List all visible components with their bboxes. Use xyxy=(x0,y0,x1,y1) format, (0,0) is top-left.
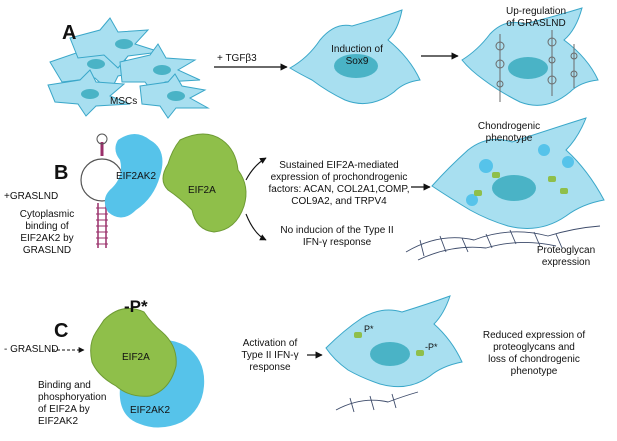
sox9-cell xyxy=(289,9,421,105)
msc-cell-cluster xyxy=(47,17,210,119)
phospho-caption-line-4: EIF2AK2 xyxy=(38,416,79,427)
chondrogenic-cell xyxy=(431,117,605,229)
activation-line-1: Activation of xyxy=(242,338,298,349)
phospho-mark-label-2: -P* xyxy=(425,342,438,352)
minus-graslnd-label: - GRASLND xyxy=(4,344,59,355)
binding-caption-line-2: binding of xyxy=(25,221,69,232)
no-induction-line-2: IFN-γ response xyxy=(302,237,372,248)
effect-line-1: Sustained EIF2A-mediated xyxy=(279,160,399,171)
binding-caption-line-1: Cytoplasmic xyxy=(19,209,75,220)
reduced-expression-text: Reduced expression of proteoglycans and … xyxy=(464,330,604,378)
eif2ak2-protein-b xyxy=(104,134,163,218)
panel-a-letter: A xyxy=(62,22,77,44)
phospho-caption-line-3: of EIF2A by xyxy=(38,404,90,415)
phospho-eif2a-mark-1 xyxy=(354,332,362,338)
proteoglycan-fibers xyxy=(405,225,601,261)
eif2a-label-b: EIF2A xyxy=(188,185,216,196)
phospho-eif2a-mark-2 xyxy=(416,350,424,356)
upregulation-line-1: Up-regulation xyxy=(505,6,567,17)
sox9-caption: Induction of Sox9 xyxy=(325,44,389,68)
graslnd-rna-strands xyxy=(495,30,578,102)
sox9-gene-label: Sox9 xyxy=(345,56,369,67)
outcome-line-2: proteoglycans and xyxy=(493,342,575,353)
effect-line-2: expression of prochondrogenic xyxy=(270,172,408,183)
sox9-caption-line: Induction of xyxy=(331,44,383,55)
phosphorylation-caption: Binding and phosphoryation of EIF2A by E… xyxy=(38,380,106,428)
eif2a-protein-b xyxy=(162,133,247,233)
phospho-mark-label-1: P* xyxy=(364,324,374,334)
phenotype-line-2: phenotype xyxy=(485,133,533,144)
binding-caption-line-4: GRASLND xyxy=(22,245,72,256)
outcome-line-4: phenotype xyxy=(510,366,558,377)
phospho-caption-line-1: Binding and xyxy=(38,380,91,391)
chondrogenic-phenotype-label: Chondrogenic phenotype xyxy=(466,121,552,145)
curved-arrow-down xyxy=(245,213,267,241)
phospho-caption-line-2: phosphoryation xyxy=(38,392,107,403)
no-ifn-induction-text: No inducion of the Type II IFN-γ respons… xyxy=(262,225,412,249)
panel-c-letter: C xyxy=(54,320,69,342)
eif2a-label-c: EIF2A xyxy=(122,352,150,363)
ifn-activation-text: Activation of Type II IFN-γ response xyxy=(230,338,310,374)
outcome-line-1: Reduced expression of xyxy=(482,330,586,341)
panel-b-letter: B xyxy=(54,162,69,184)
sustained-expression-text: Sustained EIF2A-mediated expression of p… xyxy=(258,160,420,208)
phenotype-line-1: Chondrogenic xyxy=(477,121,541,132)
curved-arrow-up xyxy=(245,157,267,181)
effect-line-3: factors: ACAN, COL2A1,COMP, xyxy=(268,184,410,195)
binding-caption-line-3: EIF2AK2 by xyxy=(20,233,74,244)
nucleus xyxy=(334,54,378,78)
graslnd-cell xyxy=(461,7,599,106)
msc-label: MSCs xyxy=(110,96,138,107)
proteoglycan-expression-label: Proteoglycan expression xyxy=(522,245,610,269)
eif2a-protein-c xyxy=(90,307,177,397)
graslnd-upregulation-caption: Up-regulation of GRASLND xyxy=(490,6,582,30)
reduced-phenotype-cell xyxy=(325,295,463,388)
nucleus xyxy=(492,175,536,201)
tgfb3-label: + TGFβ3 xyxy=(217,53,257,64)
plus-graslnd-label: +GRASLND xyxy=(4,191,59,202)
upregulation-line-2: of GRASLND xyxy=(506,18,566,29)
sparse-fibers xyxy=(335,391,419,413)
no-induction-line-1: No inducion of the Type II xyxy=(280,225,394,236)
proteoglycan-line-1: Proteoglycan xyxy=(536,245,596,256)
nucleus xyxy=(508,57,548,79)
binding-caption-b: Cytoplasmic binding of EIF2AK2 by GRASLN… xyxy=(2,209,92,257)
eif2ak2-label-c: EIF2AK2 xyxy=(130,405,171,416)
outcome-line-3: loss of chondrogenic xyxy=(488,354,580,365)
activation-line-2: Type II IFN-γ xyxy=(241,350,299,361)
nucleus xyxy=(370,342,410,366)
eif2ak2-label-b: EIF2AK2 xyxy=(116,171,157,182)
phospho-label-c: -P* xyxy=(124,297,148,316)
activation-line-3: response xyxy=(249,362,291,373)
proteoglycan-line-2: expression xyxy=(541,257,591,268)
effect-line-4: COL9A2, and TRPV4 xyxy=(291,196,387,207)
